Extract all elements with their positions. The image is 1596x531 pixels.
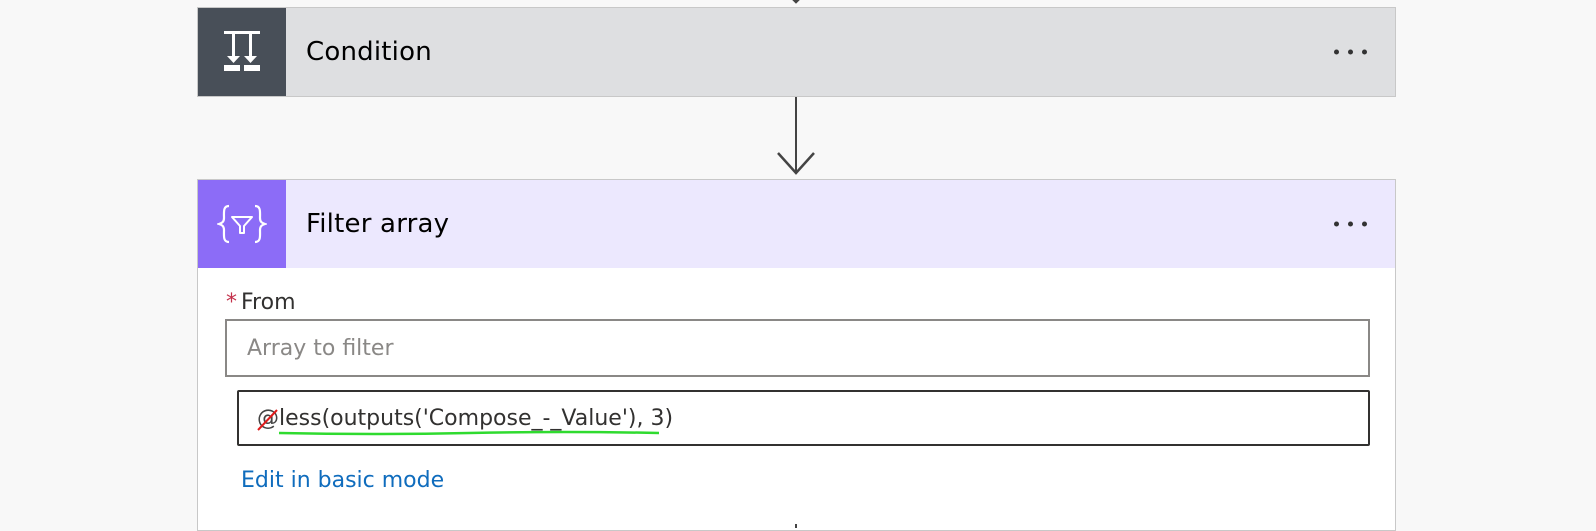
valid-expression-underline [279, 430, 659, 435]
filter-array-card-header[interactable]: Filter array [198, 180, 1395, 268]
edit-in-basic-mode-link[interactable]: Edit in basic mode [241, 468, 445, 493]
flow-connector-line [795, 97, 797, 173]
expression-input[interactable]: @ less(outputs('Compose_-_Value'), 3) [237, 390, 1370, 446]
filter-braces-icon [217, 204, 267, 244]
filter-icon-box [198, 180, 286, 268]
dot-icon [1334, 221, 1339, 227]
dot-icon [1348, 221, 1353, 227]
from-label-text: From [241, 290, 296, 315]
condition-card[interactable]: Condition [197, 7, 1396, 97]
filter-array-card[interactable]: Filter array *From @ less(outputs('Compo… [197, 179, 1396, 531]
strikethrough-icon [257, 408, 278, 431]
condition-branch-icon [224, 31, 260, 71]
from-input[interactable] [225, 319, 1370, 377]
condition-title: Condition [306, 37, 432, 67]
dot-icon [1334, 49, 1339, 55]
condition-icon-box [198, 8, 286, 96]
outgoing-connector-line [795, 524, 797, 528]
dot-icon [1348, 49, 1353, 55]
flow-arrow-icon [775, 150, 817, 182]
incoming-arrow [786, 0, 806, 12]
condition-more-options-button[interactable] [1328, 44, 1373, 61]
required-marker: * [226, 290, 237, 315]
dot-icon [1362, 221, 1367, 227]
dot-icon [1362, 49, 1367, 55]
expression-prefix: @ [257, 406, 279, 431]
from-field-label: *From [226, 290, 296, 315]
filter-more-options-button[interactable] [1328, 216, 1373, 233]
expression-value: less(outputs('Compose_-_Value'), 3) [279, 405, 674, 431]
condition-card-header[interactable]: Condition [198, 8, 1395, 96]
filter-array-title: Filter array [306, 209, 450, 239]
expression-text: less(outputs('Compose_-_Value'), 3) [279, 405, 674, 435]
